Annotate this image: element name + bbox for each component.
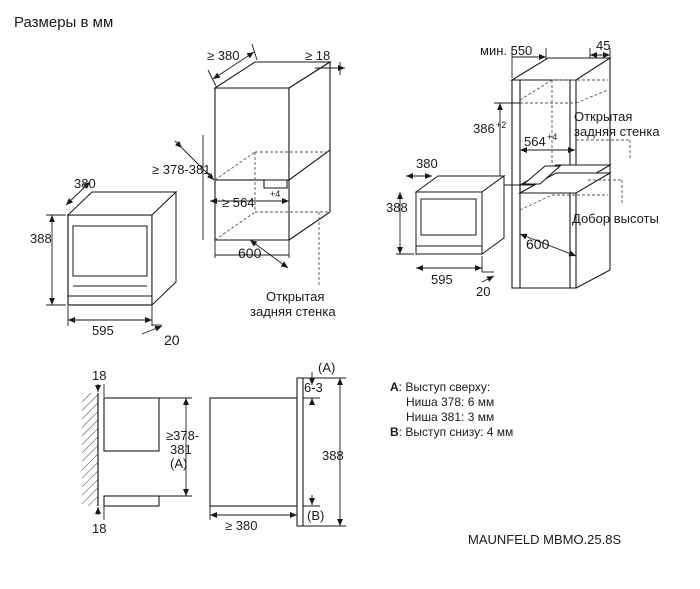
legend-a: A: Выступ сверху: [390, 380, 513, 395]
legend: A: Выступ сверху: Ниша 378: 6 мм Ниша 38… [390, 380, 513, 440]
niche-cabinet-left [213, 60, 332, 241]
oven-right-width: 595 [431, 272, 453, 287]
section-niche-height-3: (A) [170, 456, 187, 471]
legend-b-text: : Выступ снизу: 4 мм [398, 425, 514, 439]
min-depth-label: мин. 550 [480, 43, 532, 58]
legend-a-line1: Ниша 378: 6 мм [406, 395, 495, 409]
cabinet-height-plus: +2 [496, 120, 506, 130]
height-add-note: Добор высоты [572, 211, 659, 226]
back-wall-note-left-1: Открытая [266, 289, 324, 304]
legend-a-key: A [390, 380, 399, 394]
oven-isometric-left [66, 190, 178, 307]
back-wall-note-right-1: Открытая [574, 109, 632, 124]
cabinet-outer-width-label: 600 [526, 236, 550, 252]
legend-a-text: : Выступ сверху: [398, 380, 491, 394]
niche-left-dimensions [174, 43, 345, 269]
niche-min-depth-label: ≥ 380 [207, 48, 239, 63]
oven-isometric-right [414, 175, 506, 255]
top-gap-label: 18 [92, 368, 106, 383]
legend-b: B: Выступ снизу: 4 мм [390, 425, 513, 440]
oven-depth-label: 380 [74, 176, 96, 191]
section-niche-height-2: 381 [170, 442, 192, 457]
niche-height-label: ≥ 378-381 [152, 162, 210, 177]
bottom-gap-label: 18 [92, 521, 106, 536]
cabinet-height-label: 386 [473, 121, 495, 136]
oven-right-dimensions [396, 173, 495, 283]
section-niche [103, 397, 160, 507]
oven-right-depth: 380 [416, 156, 438, 171]
page-title: Размеры в мм [14, 14, 114, 31]
back-wall-note-left-2: задняя стенка [250, 304, 336, 319]
mark-a: (A) [318, 360, 335, 375]
back-wall-note-right-2: задняя стенка [574, 124, 660, 139]
oven-width-label: 595 [92, 323, 114, 338]
oven-right-front: 20 [476, 284, 490, 299]
device-height-label: 388 [322, 448, 344, 463]
legend-a-line2: Ниша 381: 3 мм [406, 410, 495, 424]
niche-side-label: ≥ 18 [305, 48, 330, 63]
section-oven [209, 377, 304, 527]
niche-outer-width-label: 600 [238, 245, 262, 261]
top-overhang-label: 6-3 [304, 380, 323, 395]
niche-width-label: ≥ 564 [222, 195, 254, 210]
section-niche-height-1: ≥378- [166, 428, 199, 443]
oven-right-height: 388 [386, 200, 408, 215]
section-niche-depth: ≥ 380 [225, 518, 257, 533]
cabinet-width-label: 564 [524, 134, 546, 149]
oven-front-label: 20 [164, 332, 180, 348]
section-wall [82, 393, 99, 506]
legend-b-key: B [390, 425, 399, 439]
cabinet-width-plus: +4 [547, 132, 557, 142]
mark-b: (B) [307, 508, 324, 523]
model-name: MAUNFELD MBMO.25.8S [468, 532, 622, 547]
oven-left-dimensions [46, 181, 163, 335]
top-thickness-label: 45 [596, 38, 610, 53]
niche-width-plus: +4 [270, 189, 280, 199]
tall-cabinet [510, 57, 613, 289]
oven-height-label: 388 [30, 231, 52, 246]
section-dimensions [95, 372, 346, 527]
